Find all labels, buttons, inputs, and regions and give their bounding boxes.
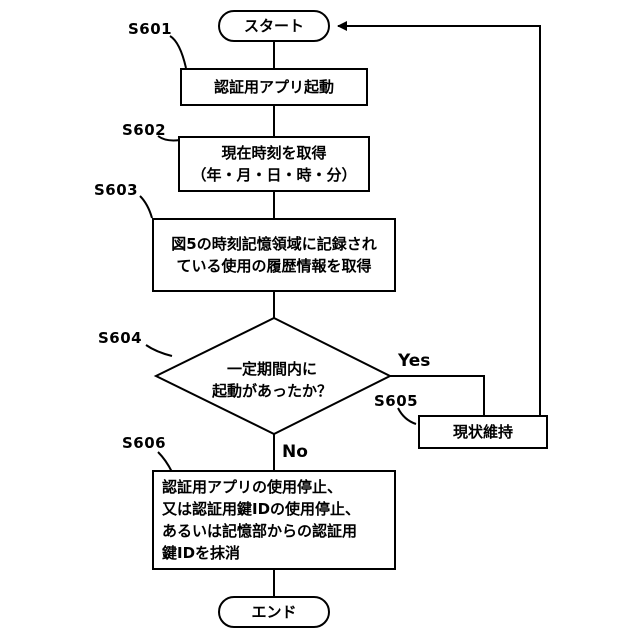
step-s606-line2: 又は認証用鍵IDの使用停止、 xyxy=(162,498,360,520)
step-id-s603: S603 xyxy=(94,181,138,199)
step-s606-line1: 認証用アプリの使用停止、 xyxy=(162,476,360,498)
step-s606-line3: あるいは記憶部からの認証用 xyxy=(162,520,360,542)
step-s603-line1: 図5の時刻記憶領域に記録され xyxy=(171,233,376,255)
step-id-s601: S601 xyxy=(128,20,172,38)
decision-s604-text: 一定期間内に 起動があったか？ xyxy=(156,358,388,402)
step-id-s602: S602 xyxy=(122,121,166,139)
step-s601-text: 認証用アプリ起動 xyxy=(214,76,334,98)
end-terminal: エンド xyxy=(218,596,330,628)
step-id-s606: S606 xyxy=(122,434,166,452)
step-s603-line2: ている使用の履歴情報を取得 xyxy=(171,255,376,277)
step-id-s604: S604 xyxy=(98,329,142,347)
step-s605-text: 現状維持 xyxy=(453,421,513,443)
end-label: エンド xyxy=(251,601,296,623)
leader-s603 xyxy=(140,196,152,218)
decision-s604-line2: 起動があったか？ xyxy=(156,380,388,402)
leader-s606 xyxy=(158,452,172,472)
step-id-s605: S605 xyxy=(374,392,418,410)
start-label: スタート xyxy=(244,15,304,37)
branch-no-label: No xyxy=(282,442,308,462)
step-s602-line2: （年・月・日・時・分） xyxy=(191,164,356,186)
step-s601-box: 認証用アプリ起動 xyxy=(180,68,368,106)
step-s602-box: 現在時刻を取得 （年・月・日・時・分） xyxy=(178,136,370,192)
leader-s605 xyxy=(398,408,416,424)
leader-s601 xyxy=(170,36,186,68)
branch-yes-label: Yes xyxy=(398,351,430,371)
step-s606-line4: 鍵IDを抹消 xyxy=(162,542,360,564)
decision-s604-line1: 一定期間内に xyxy=(156,358,388,380)
step-s602-line1: 現在時刻を取得 xyxy=(191,142,356,164)
step-s603-box: 図5の時刻記憶領域に記録され ている使用の履歴情報を取得 xyxy=(152,218,396,292)
leader-s604 xyxy=(146,345,172,356)
start-terminal: スタート xyxy=(218,10,330,42)
step-s605-box: 現状維持 xyxy=(418,415,548,449)
step-s606-box: 認証用アプリの使用停止、 又は認証用鍵IDの使用停止、 あるいは記憶部からの認証… xyxy=(152,470,396,570)
